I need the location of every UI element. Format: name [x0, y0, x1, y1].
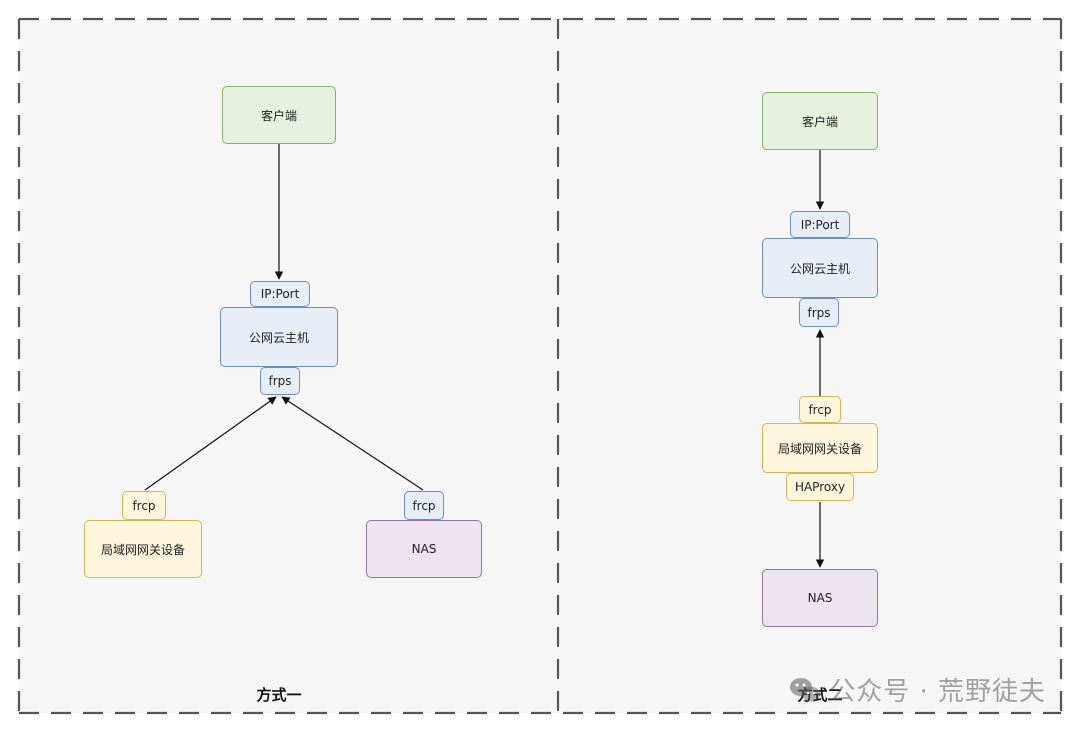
cloud-host-node-one: 公网云主机	[220, 307, 338, 367]
ip-port-tag-one: IP:Port	[250, 281, 310, 307]
haproxy-tag: HAProxy	[786, 473, 854, 501]
arrow-lan-frcp-to-frps	[144, 396, 277, 491]
frps-tag-one: frps	[260, 367, 300, 395]
arrow-nas-frcp-to-frps	[281, 396, 424, 491]
wechat-icon	[790, 677, 821, 701]
client-node-one: 客户端	[222, 86, 336, 144]
frcp-tag-nas-one: frcp	[404, 491, 444, 520]
frcp-tag-lan-one: frcp	[122, 491, 166, 520]
ip-port-tag-two: IP:Port	[790, 211, 850, 238]
cloud-host-node-two: 公网云主机	[762, 238, 878, 298]
frps-tag-two: frps	[799, 298, 839, 327]
lan-gateway-node-one: 局域网网关设备	[84, 520, 202, 578]
frcp-tag-two: frcp	[799, 396, 841, 423]
caption-method-one: 方式一	[256, 686, 302, 704]
watermark: 公众号 · 荒野徒夫	[789, 671, 1046, 708]
nas-node-two: NAS	[762, 569, 878, 627]
client-node-two: 客户端	[762, 92, 878, 150]
lan-gateway-node-two: 局域网网关设备	[762, 423, 878, 473]
watermark-text: 公众号 · 荒野徒夫	[829, 677, 1046, 707]
nas-node-one: NAS	[366, 520, 482, 578]
